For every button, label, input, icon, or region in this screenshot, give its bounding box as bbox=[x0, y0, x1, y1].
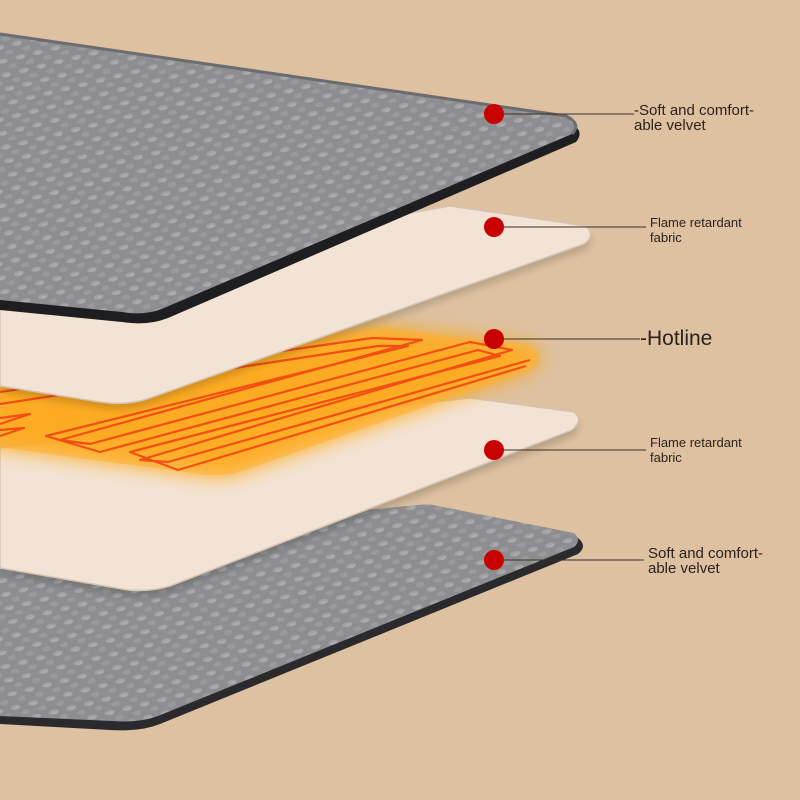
red-dot-icon bbox=[484, 217, 504, 237]
red-dot-icon bbox=[484, 104, 504, 124]
top-velvet-layer bbox=[0, 32, 580, 324]
bottom-velvet-label-line2: able velvet bbox=[648, 560, 720, 577]
lower-fabric-label-line2: fabric bbox=[650, 450, 682, 465]
top-velvet-label-line1: -Soft and comfort- bbox=[634, 102, 755, 119]
hotline-label-line1: -Hotline bbox=[640, 327, 713, 350]
red-dot-icon bbox=[484, 329, 504, 349]
markers bbox=[484, 104, 504, 570]
top-velvet-label: -Soft and comfort- able velvet bbox=[634, 103, 754, 133]
upper-fabric-label-line1: Flame retardant bbox=[650, 215, 742, 230]
bottom-velvet-label: Soft and comfort- able velvet bbox=[648, 546, 763, 576]
upper-fabric-label-line2: fabric bbox=[650, 230, 682, 245]
bottom-velvet-label-line1: Soft and comfort- bbox=[648, 545, 764, 562]
hotline-label: -Hotline bbox=[640, 327, 712, 351]
red-dot-icon bbox=[484, 440, 504, 460]
lower-fabric-label-line1: Flame retardant bbox=[650, 435, 742, 450]
leader-lines bbox=[494, 113, 646, 561]
upper-fabric-label: Flame retardant fabric bbox=[650, 215, 742, 245]
upper-fabric-layer bbox=[0, 205, 592, 410]
lower-fabric-label: Flame retardant fabric bbox=[650, 435, 742, 465]
red-dot-icon bbox=[484, 550, 504, 570]
top-velvet-label-line2: able velvet bbox=[634, 117, 706, 134]
